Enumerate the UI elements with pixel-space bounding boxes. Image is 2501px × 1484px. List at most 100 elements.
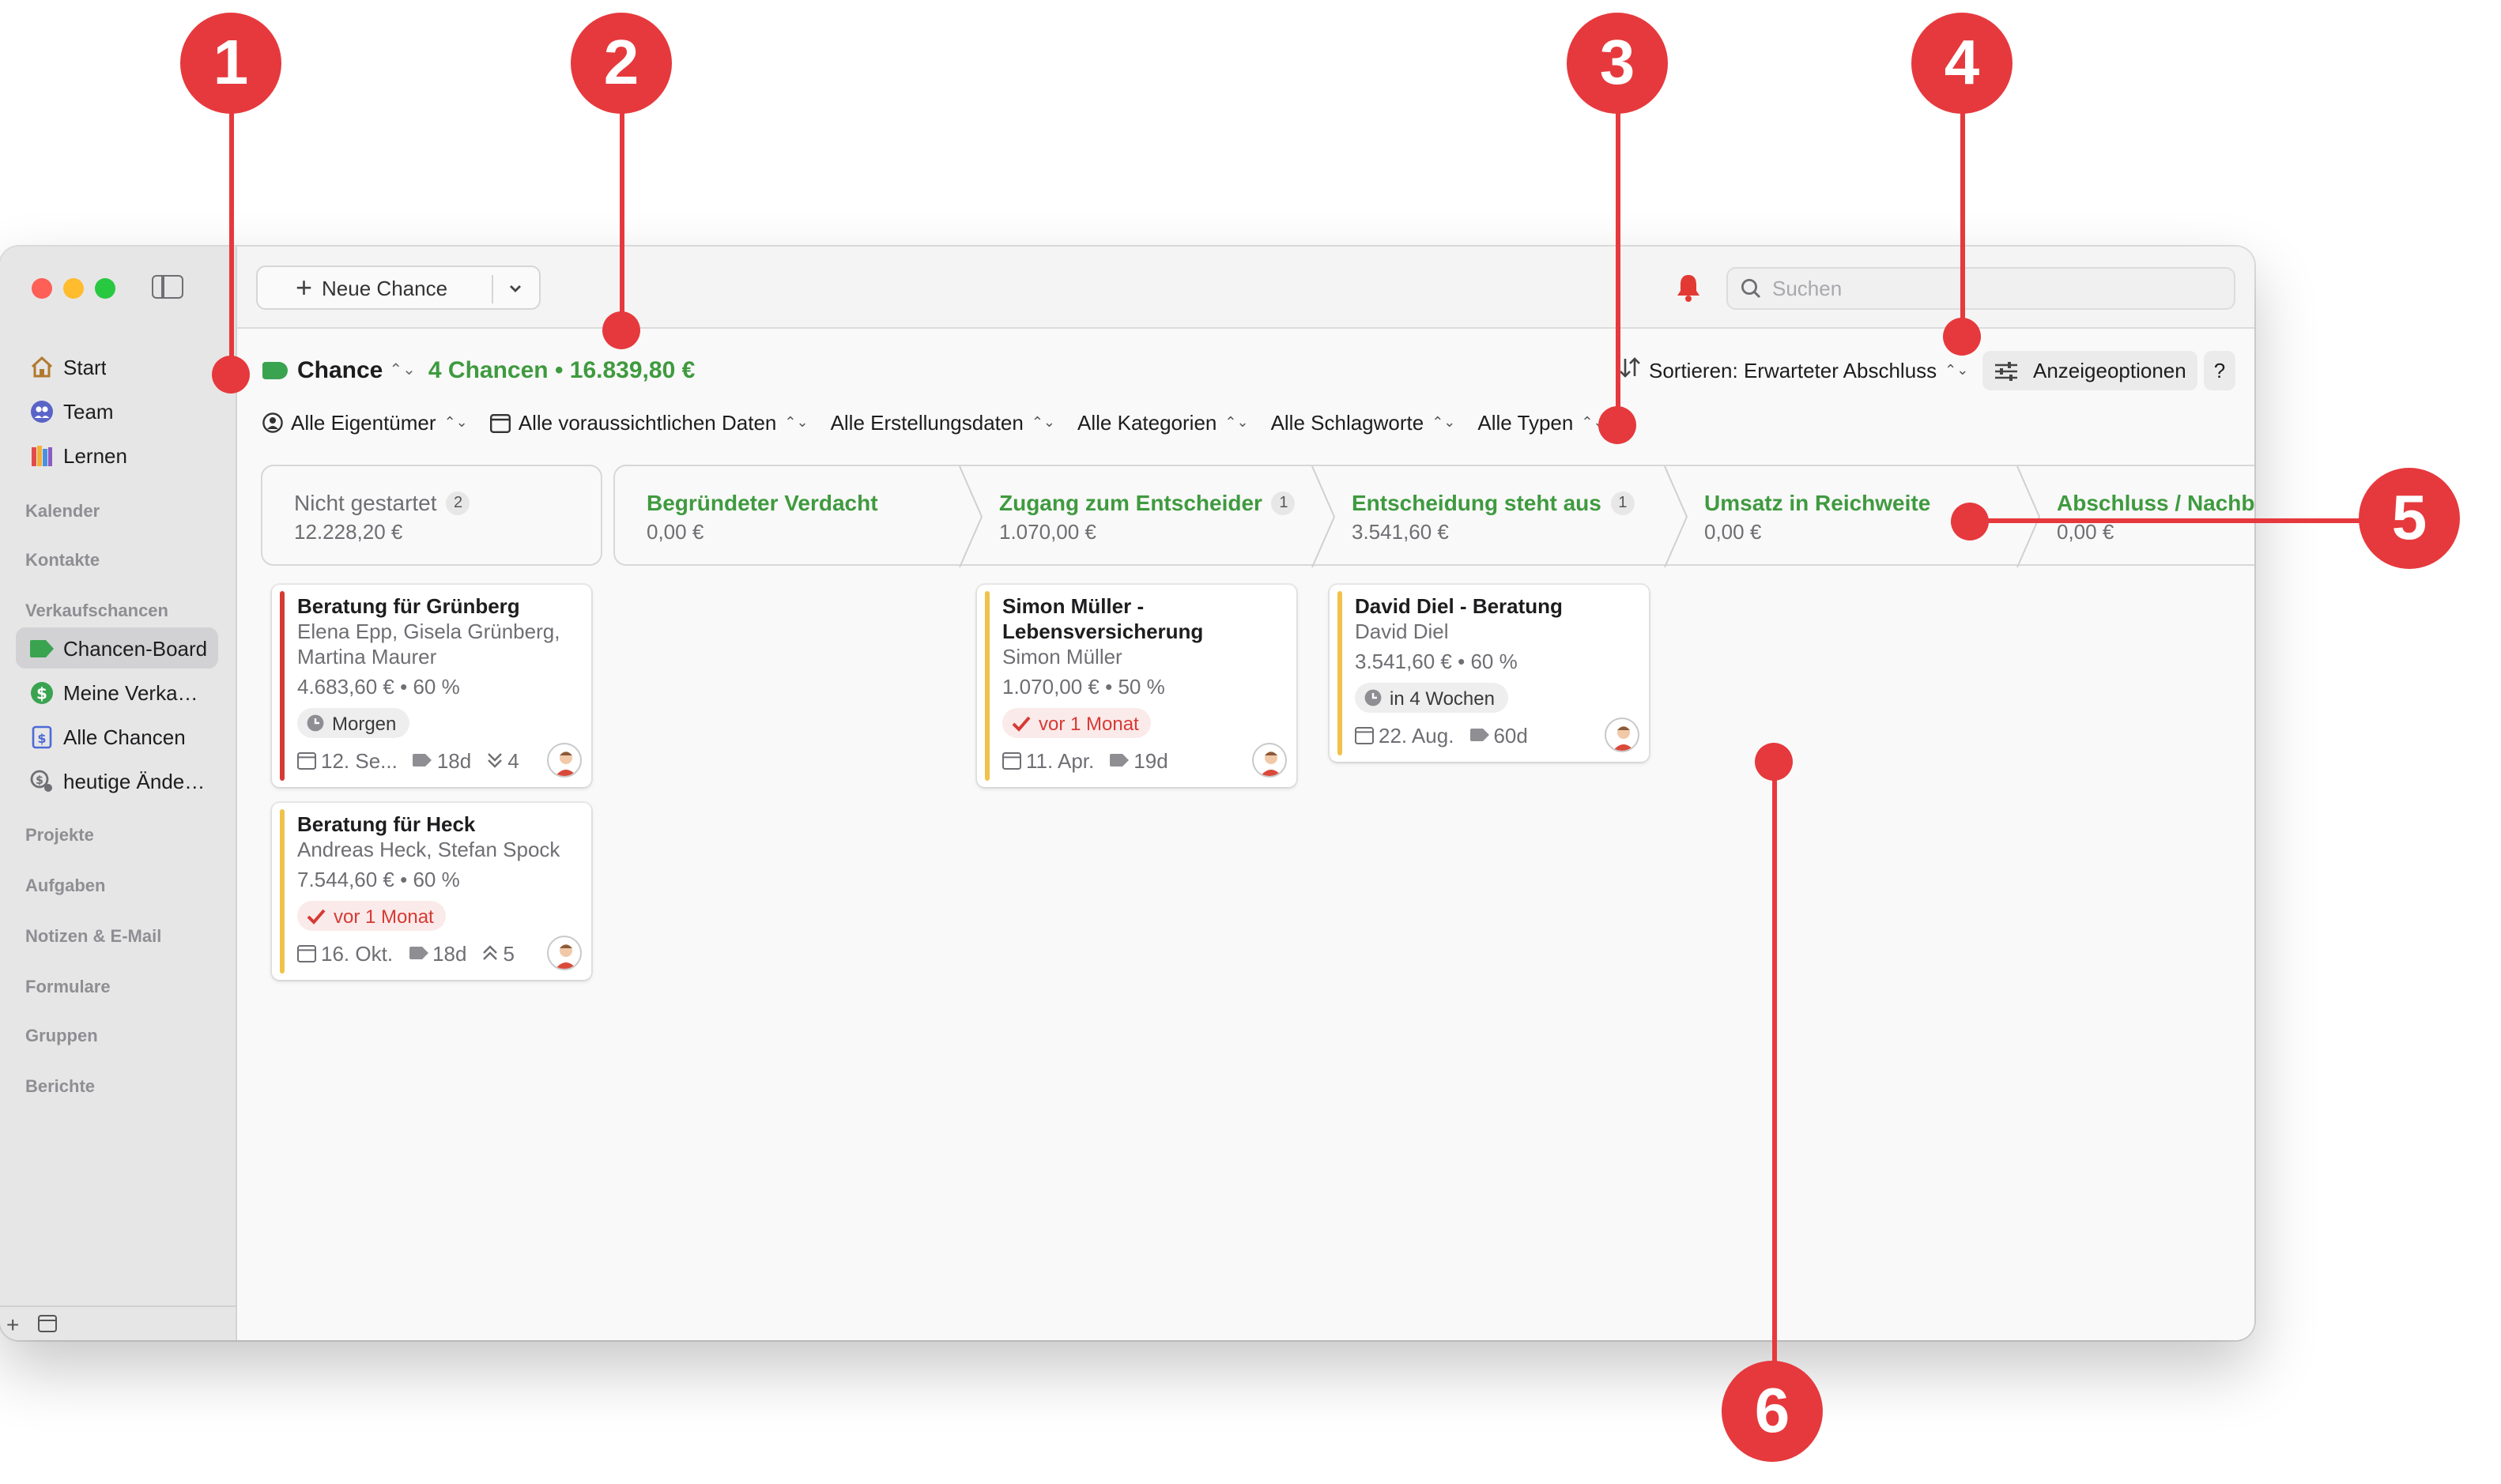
card-amount: 1.070,00 € • 50 %	[1002, 675, 1165, 699]
minimize-window-button[interactable]	[63, 278, 84, 299]
card-people: David Diel	[1355, 620, 1449, 643]
stage-amount: 0,00 €	[2057, 520, 2114, 544]
sidebar-item-alle-chancen[interactable]: $ Alle Chancen	[16, 716, 218, 757]
stage-age: 60d	[1469, 723, 1528, 747]
section-verkaufschancen[interactable]: Verkaufschancen	[25, 602, 168, 621]
person-circle-icon	[262, 412, 283, 433]
filter-types-label: Alle Typen	[1477, 411, 1574, 435]
annotation-marker-5: 5	[2359, 468, 2460, 569]
sidebar-item-lernen[interactable]: Lernen	[16, 435, 218, 476]
svg-text:$: $	[35, 774, 43, 786]
priority-text: 5	[503, 941, 515, 965]
activity-badge-label: vor 1 Monat	[334, 905, 434, 927]
new-opportunity-button[interactable]: + Neue Chance	[256, 266, 541, 310]
opportunity-card[interactable]: Simon Müller - Lebensversicherung Simon …	[977, 585, 1296, 787]
stage-abschluss[interactable]: Abschluss / Nachbe 0,00 €	[2025, 466, 2254, 567]
filter-expected-dates[interactable]: Alle voraussichtlichen Daten ⌃⌄	[489, 411, 809, 435]
filter-categories[interactable]: Alle Kategorien ⌃⌄	[1077, 411, 1249, 435]
sidebar-item-heutige-aenderungen[interactable]: $ heutige Änderungen	[16, 760, 218, 801]
board-type-selector[interactable]: Chance	[297, 357, 383, 384]
age-text: 19d	[1134, 748, 1168, 772]
new-opportunity-label: Neue Chance	[322, 276, 448, 299]
chevron-down-icon[interactable]	[507, 273, 523, 310]
card-body: Simon Müller - Lebensversicherung Simon …	[1002, 594, 1287, 738]
filter-tags[interactable]: Alle Schlagworte ⌃⌄	[1271, 411, 1456, 435]
expected-close-date: 22. Aug.	[1355, 723, 1454, 747]
annotation-line	[620, 95, 624, 332]
stage-age: 18d	[413, 748, 471, 772]
help-button[interactable]: ?	[2204, 351, 2235, 390]
stage-name-text: Nicht gestartet	[294, 490, 437, 515]
section-formulare[interactable]: Formulare	[25, 978, 111, 997]
app-window: Start Team Lernen Kalender Kontakte Verk…	[0, 247, 2254, 1340]
avatar[interactable]	[1252, 743, 1287, 778]
bell-icon[interactable]	[1673, 272, 1704, 303]
card-body: Beratung für Grünberg Elena Epp, Gisela …	[297, 594, 582, 738]
section-aufgaben[interactable]: Aufgaben	[25, 877, 106, 896]
checkmark-icon	[1012, 715, 1031, 731]
calendar-toggle-icon[interactable]	[38, 1315, 58, 1332]
calendar-icon	[297, 944, 316, 962]
section-berichte[interactable]: Berichte	[25, 1078, 96, 1097]
age-text: 18d	[432, 941, 467, 965]
avatar[interactable]	[1605, 718, 1639, 752]
display-options-button[interactable]: Anzeigeoptionen	[1982, 351, 2197, 390]
annotation-marker-3: 3	[1567, 13, 1668, 114]
section-gruppen[interactable]: Gruppen	[25, 1027, 98, 1046]
updown-chevron-icon: ⌃⌄	[1945, 361, 1969, 377]
card-title: Beratung für Heck	[297, 812, 476, 836]
zoom-window-button[interactable]	[95, 278, 115, 299]
stage-name: Abschluss / Nachbe	[2057, 490, 2254, 515]
plus-icon: +	[296, 272, 313, 303]
sidebar-toggle-icon[interactable]	[152, 275, 183, 299]
section-kontakte[interactable]: Kontakte	[25, 552, 100, 571]
filter-owner[interactable]: Alle Eigentümer ⌃⌄	[262, 411, 468, 435]
sidebar-item-team[interactable]: Team	[16, 390, 218, 431]
stage-begruendeter-verdacht[interactable]: Begründeter Verdacht 0,00 €	[615, 466, 878, 567]
add-icon[interactable]: +	[6, 1311, 20, 1336]
avatar[interactable]	[547, 936, 582, 970]
card-title: Beratung für Grünberg	[297, 594, 520, 618]
board-summary: 4 Chancen • 16.839,80 €	[428, 357, 696, 384]
sidebar-item-chancen-board[interactable]: Chancen-Board	[16, 627, 218, 669]
clock-icon	[1364, 689, 1382, 706]
search-field[interactable]	[1726, 267, 2235, 310]
annotation-line	[1970, 518, 2362, 523]
avatar[interactable]	[547, 743, 582, 778]
sidebar-item-start[interactable]: Start	[16, 346, 218, 387]
opportunity-card[interactable]: David Diel - Beratung David Diel 3.541,6…	[1330, 585, 1649, 762]
checkmark-icon	[307, 908, 326, 924]
sidebar-item-meine-verkaufschancen[interactable]: $ Meine Verkaufschancen	[16, 672, 218, 713]
filter-expected-dates-label: Alle voraussichtlichen Daten	[518, 411, 777, 435]
section-projekte[interactable]: Projekte	[25, 827, 94, 846]
close-window-button[interactable]	[32, 278, 52, 299]
card-color-bar	[985, 591, 990, 781]
section-notizen[interactable]: Notizen & E-Mail	[25, 928, 162, 947]
filter-creation-dates[interactable]: Alle Erstellungsdaten ⌃⌄	[831, 411, 1055, 435]
annotation-line	[1772, 762, 1777, 1362]
opportunity-card[interactable]: Beratung für Grünberg Elena Epp, Gisela …	[272, 585, 591, 787]
card-people: Martina Maurer	[297, 645, 437, 669]
annotation-marker-2: 2	[571, 13, 672, 114]
card-amount: 7.544,60 € • 60 %	[297, 868, 460, 891]
dollar-icon: $	[28, 680, 54, 705]
stage-count-badge: 1	[1271, 491, 1296, 514]
calendar-icon	[297, 751, 316, 769]
stage-umsatz-in-reichweite[interactable]: Umsatz in Reichweite 0,00 €	[1673, 466, 1930, 567]
tag-icon	[28, 635, 54, 661]
opportunity-card[interactable]: Beratung für Heck Andreas Heck, Stefan S…	[272, 803, 591, 980]
section-kalender[interactable]: Kalender	[25, 503, 100, 522]
search-input[interactable]	[1772, 277, 2183, 300]
annotation-line	[1960, 95, 1965, 338]
priority-text: 4	[507, 748, 519, 772]
filter-types[interactable]: Alle Typen ⌃⌄	[1477, 411, 1605, 435]
sort-selector[interactable]: Sortieren: Erwarteter Abschluss ⌃⌄	[1619, 357, 1968, 382]
calendar-icon	[1002, 751, 1021, 769]
updown-chevron-icon[interactable]: ⌃⌄	[389, 362, 416, 379]
